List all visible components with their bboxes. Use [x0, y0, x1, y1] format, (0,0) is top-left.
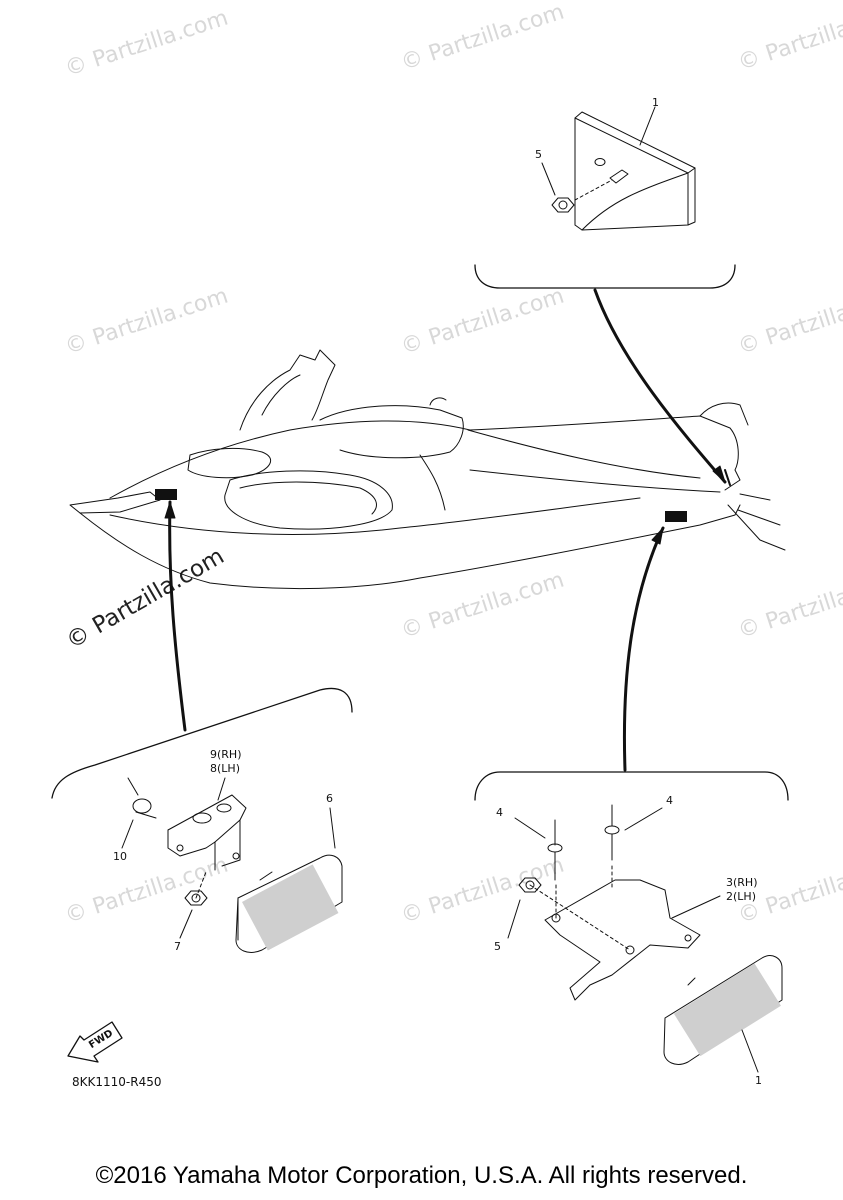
- callout-3: 3(RH): [726, 876, 758, 889]
- callout-6: 6: [326, 792, 333, 805]
- copyright-notice: ©2016 Yamaha Motor Corporation, U.S.A. A…: [95, 1162, 748, 1189]
- stern-reflector-detail: [474, 771, 789, 1073]
- jet-ski-illustration: [69, 349, 786, 590]
- callout-7: 7: [174, 940, 181, 953]
- callout-9: 9(RH): [210, 748, 242, 761]
- callout-4-right: 4: [666, 794, 673, 807]
- top-detail-reflector: [474, 106, 736, 289]
- callout-2: 2(LH): [726, 890, 756, 903]
- callout-5-right: 5: [494, 940, 501, 953]
- callout-4-left: 4: [496, 806, 503, 819]
- callout-8: 8(LH): [210, 762, 240, 775]
- callout-1-bottom: 1: [755, 1074, 762, 1087]
- bow-reflector-detail: [51, 687, 353, 953]
- callout-10: 10: [113, 850, 127, 863]
- callout-5-top: 5: [535, 148, 542, 161]
- diagram-code: 8KK1110-R450: [72, 1075, 162, 1089]
- callout-1-top: 1: [652, 96, 659, 109]
- fwd-arrow-icon: [67, 1021, 123, 1063]
